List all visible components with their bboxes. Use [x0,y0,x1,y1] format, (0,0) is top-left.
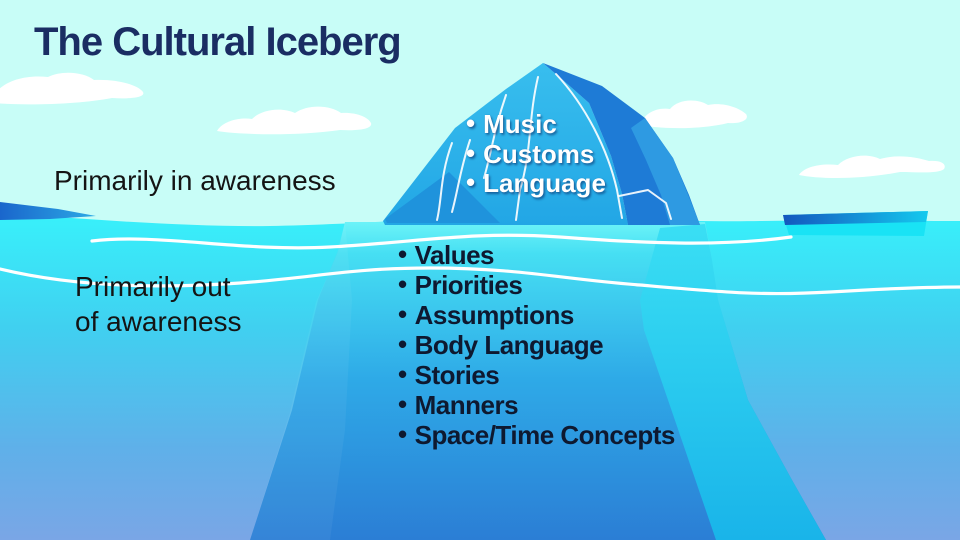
slide-title: The Cultural Iceberg [34,20,402,64]
list-item-label: Manners [414,389,519,420]
list-item: •Manners [398,388,675,420]
bullet-icon: • [398,268,407,299]
list-item: •Assumptions [398,298,675,330]
iceberg-crack-line [436,142,453,221]
list-item: •Stories [398,358,675,390]
list-item: •Body Language [398,328,675,360]
clouds [0,72,945,179]
iceberg-crack-line [451,139,471,213]
list-item: •Language [466,167,606,199]
bullet-icon: • [398,358,407,389]
iceberg-crack-line [555,73,623,219]
list-item: •Values [398,238,675,270]
list-item: •Priorities [398,268,675,300]
bullet-icon: • [466,137,476,168]
above-water-list: •Music•Customs•Language [466,108,606,199]
label-line: Primarily out [75,271,231,302]
list-item-label: Assumptions [414,299,575,330]
list-item-label: Music [483,109,557,140]
cloud-icon [217,106,372,135]
label-line: of awareness [75,306,242,337]
bullet-icon: • [398,388,407,419]
list-item-label: Space/Time Concepts [414,419,676,450]
list-item-label: Stories [414,359,500,390]
list-item-label: Customs [483,138,595,169]
iceberg-above-water [383,63,700,225]
cloud-icon [0,72,144,105]
ice-floe-top [783,211,928,225]
list-item: •Customs [466,137,606,170]
list-item-label: Values [414,239,495,270]
label-primarily-out-of-awareness: Primarily out of awareness [75,269,242,339]
iceberg-crack-line [515,76,539,221]
below-water-list: •Values•Priorities•Assumptions•Body Lang… [398,238,676,450]
bullet-icon: • [398,418,407,449]
bullet-icon: • [398,298,407,329]
bullet-icon: • [466,167,476,198]
list-item: •Music [466,108,606,140]
list-item: •Space/Time Concepts [398,418,676,450]
iceberg-right-edge-facet [631,118,700,225]
wave-lines [0,233,960,296]
wave-line [90,233,793,250]
iceberg-underwater-highlight [250,222,352,540]
iceberg-underwater [250,222,826,540]
list-item-label: Language [483,168,606,199]
bullet-icon: • [466,108,476,139]
list-item-label: Body Language [414,329,604,360]
cloud-icon [641,100,747,129]
iceberg-crack-line [618,189,672,220]
label-primarily-in-awareness: Primarily in awareness [54,165,336,196]
iceberg-shade-facet [385,172,500,223]
iceberg-underwater-facet [640,224,826,540]
bullet-icon: • [398,328,407,359]
wave-crest-left [0,202,96,220]
iceberg-crack-line [483,94,507,179]
cloud-icon [799,155,945,179]
bullet-icon: • [398,238,407,269]
ice-floe [783,211,928,236]
list-item-label: Priorities [414,269,523,300]
wave-line [0,266,960,296]
